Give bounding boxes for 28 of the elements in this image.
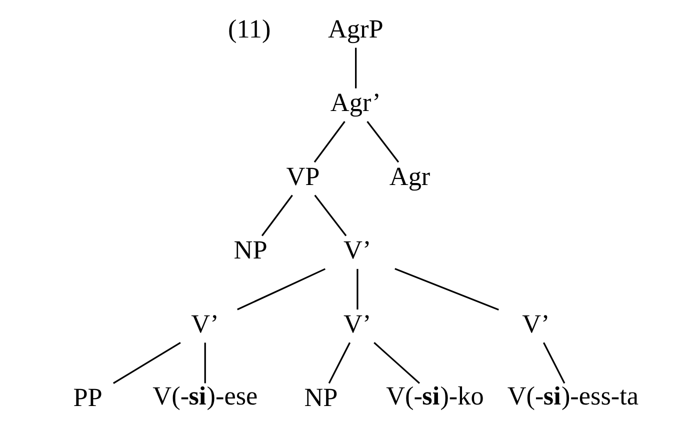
node-text: V’	[344, 309, 372, 338]
node-text: NP	[234, 236, 268, 265]
node-text: Agr	[389, 162, 430, 191]
connector	[374, 342, 420, 384]
connector	[355, 48, 357, 88]
connector	[204, 342, 206, 384]
node-text: V(-si)-ese	[152, 381, 258, 410]
connector	[113, 342, 181, 384]
node-text: AgrP	[328, 14, 384, 44]
connector	[261, 194, 293, 236]
node-text: Agr’	[330, 88, 381, 118]
node-text: VP	[286, 162, 320, 191]
node-text: V’	[522, 309, 550, 338]
node-text: V’	[344, 236, 372, 265]
connector	[542, 342, 566, 384]
node-text: PP	[73, 383, 102, 412]
connector	[328, 342, 351, 384]
connector	[356, 268, 358, 310]
connector	[314, 194, 347, 236]
node-text: V(-si)-ess-ta	[507, 381, 639, 410]
node-text: NP	[304, 383, 338, 412]
connector	[394, 268, 499, 310]
node-text: V(-si)-ko	[386, 381, 484, 410]
connector	[237, 268, 326, 310]
node-text: V’	[191, 309, 219, 338]
connector	[366, 121, 400, 163]
label: (11)	[228, 14, 271, 44]
connector	[314, 121, 346, 163]
